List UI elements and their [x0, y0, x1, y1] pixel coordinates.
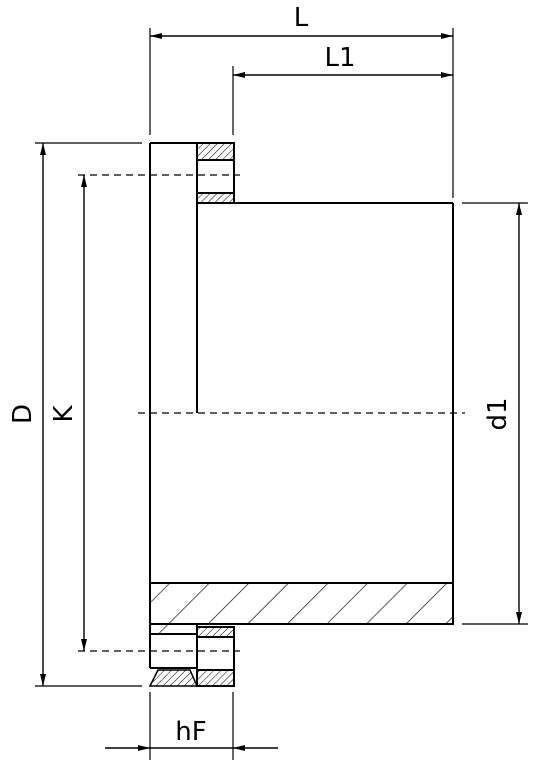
section-hatch-step — [149, 623, 198, 635]
center-lines — [78, 174, 465, 652]
label-L1: L1 — [324, 43, 355, 73]
label-d1: d1 — [483, 397, 513, 430]
dimension-lines — [40, 33, 522, 751]
section-hatch — [149, 582, 454, 625]
label-D: D — [8, 404, 38, 424]
extension-lines — [35, 28, 528, 760]
label-L: L — [294, 3, 309, 33]
label-hF: hF — [175, 717, 206, 747]
label-K: K — [49, 405, 79, 423]
backing-ring-bottom — [148, 626, 235, 687]
backing-ring-top — [196, 142, 235, 204]
